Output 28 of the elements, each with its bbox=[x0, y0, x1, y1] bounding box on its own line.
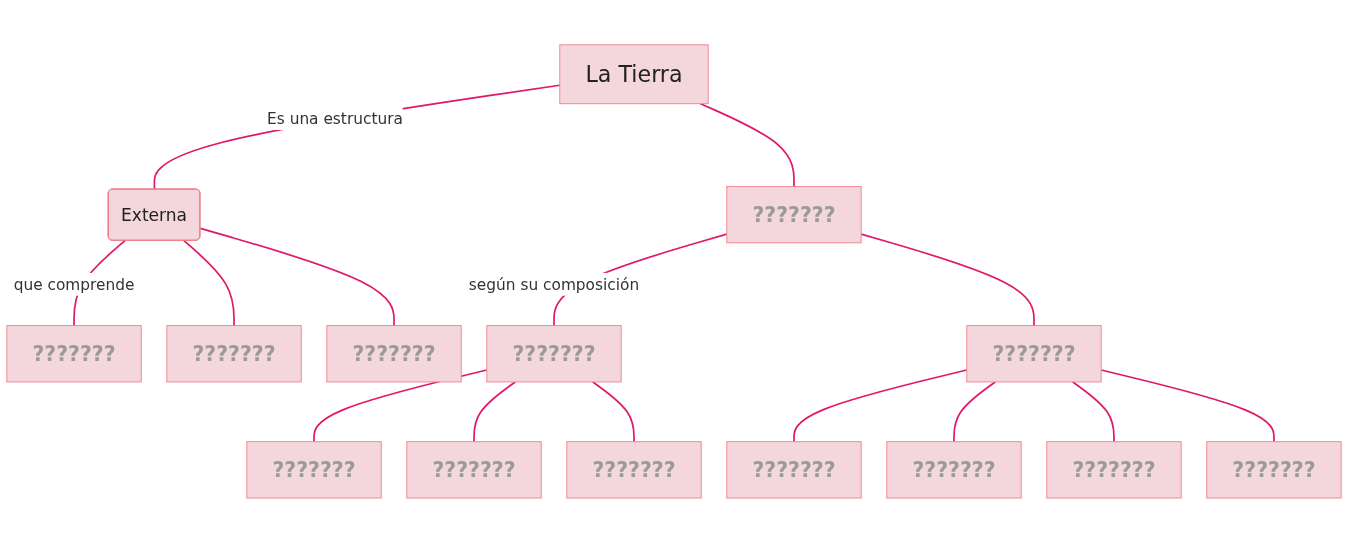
node-box: ??????? bbox=[1206, 441, 1342, 499]
node-box: ??????? bbox=[726, 441, 862, 499]
connector bbox=[473, 381, 517, 443]
node-box: ??????? bbox=[966, 325, 1102, 383]
edge-label: que comprende bbox=[13, 275, 135, 294]
node-box: ??????? bbox=[406, 441, 542, 499]
connector bbox=[860, 233, 1035, 327]
node-box: ??????? bbox=[726, 186, 862, 244]
connector bbox=[153, 84, 561, 191]
node-box: ??????? bbox=[6, 325, 142, 383]
node-box: ??????? bbox=[886, 441, 1022, 499]
edge-label: según su composición bbox=[468, 275, 640, 294]
connector bbox=[1071, 381, 1115, 443]
connector bbox=[591, 381, 635, 443]
connector bbox=[793, 369, 968, 443]
node-box: ??????? bbox=[566, 441, 702, 499]
node-box: ??????? bbox=[486, 325, 622, 383]
node-box: La Tierra bbox=[559, 44, 709, 105]
edge-label: Es una estructura bbox=[267, 109, 403, 128]
node-box: ??????? bbox=[246, 441, 382, 499]
node-box: ??????? bbox=[166, 325, 302, 383]
node-box: ??????? bbox=[1046, 441, 1182, 499]
connector bbox=[199, 227, 395, 327]
connector bbox=[183, 239, 235, 327]
node-box: ??????? bbox=[326, 325, 462, 383]
connector bbox=[953, 381, 996, 443]
connector bbox=[1100, 369, 1275, 443]
connector bbox=[699, 102, 795, 188]
